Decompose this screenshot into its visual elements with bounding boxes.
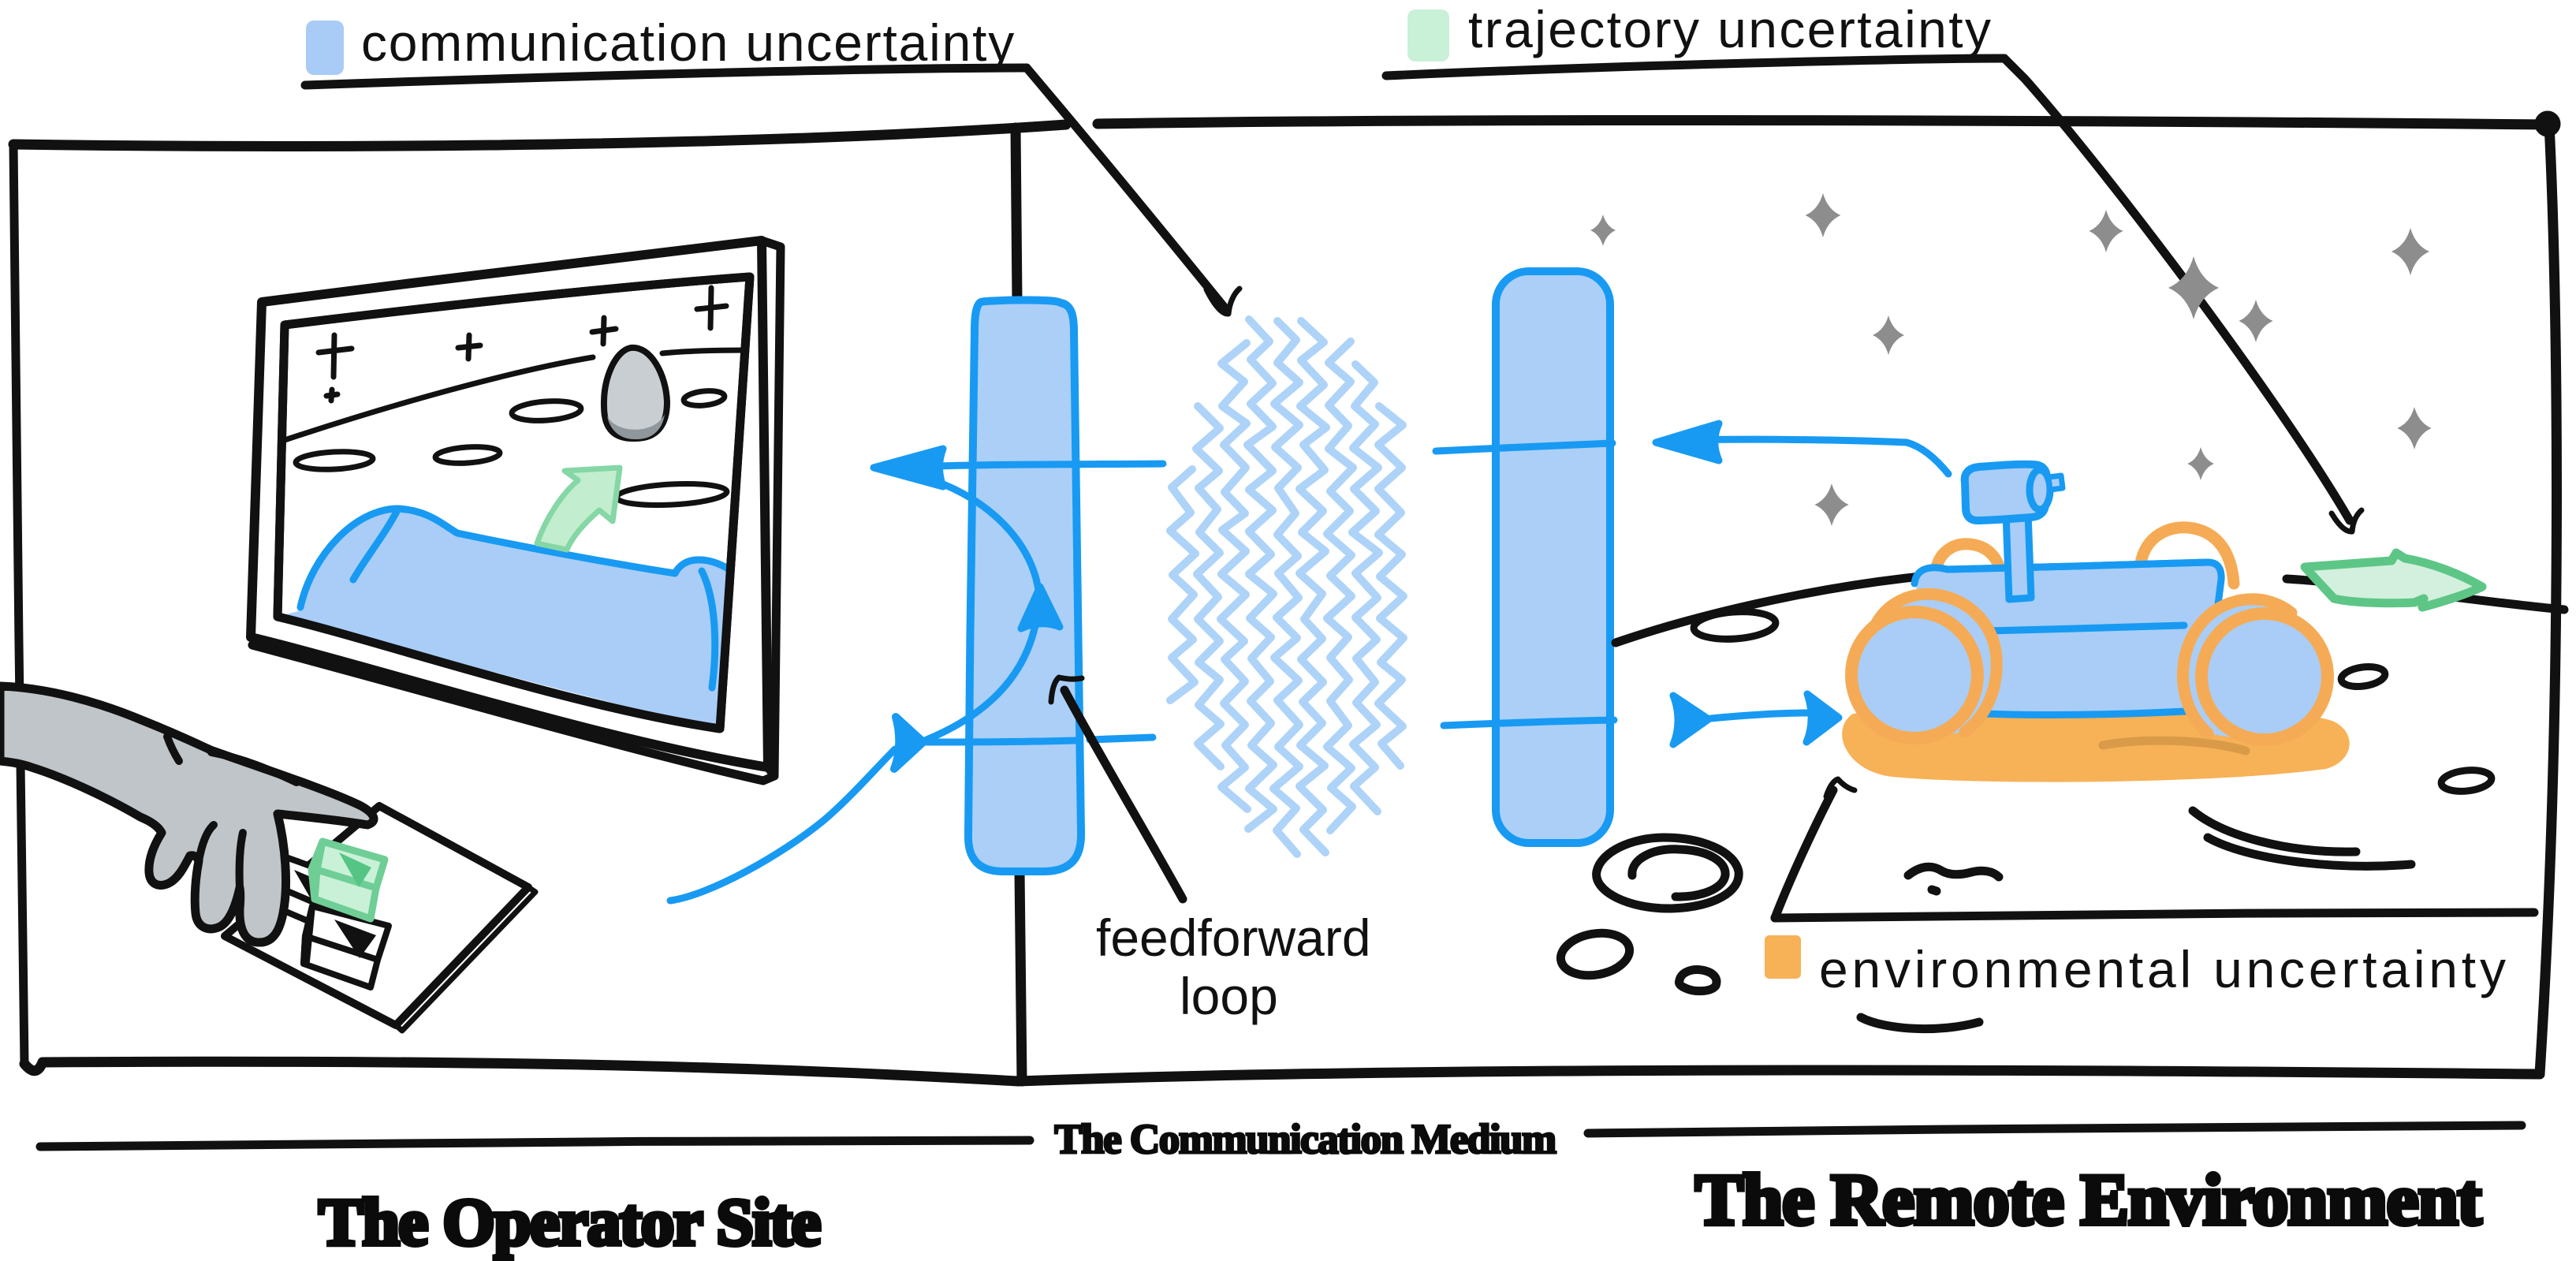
svg-text:The Operator Site: The Operator Site — [319, 1185, 820, 1259]
svg-text:The Remote Environment: The Remote Environment — [1695, 1159, 2482, 1240]
svg-text:The Communication Medium: The Communication Medium — [1054, 1117, 1556, 1162]
svg-text:feedforward: feedforward — [1096, 908, 1371, 967]
svg-text:loop: loop — [1180, 967, 1278, 1025]
svg-text:communication uncertainty: communication uncertainty — [361, 13, 1016, 72]
svg-text:environmental uncertainty: environmental uncertainty — [1819, 940, 2510, 998]
svg-text:trajectory uncertainty: trajectory uncertainty — [1468, 0, 1993, 58]
